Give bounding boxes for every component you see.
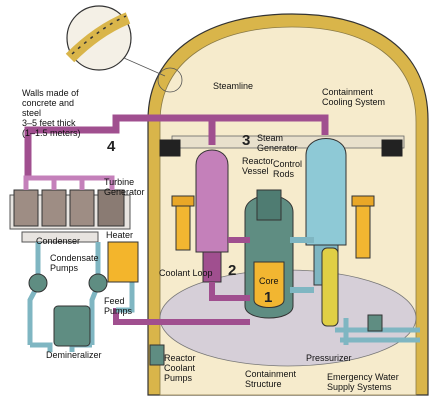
reactor-coolant-pump <box>149 344 165 366</box>
steam-generator-left <box>195 149 229 253</box>
heater-unit <box>107 241 139 283</box>
condenser-unit <box>21 231 99 243</box>
pressurizer-vessel <box>321 247 339 327</box>
label-condenser: Condenser <box>36 236 81 246</box>
steam-generator-right <box>305 138 347 246</box>
label-emergency-water: Emergency Water Supply Systems <box>327 372 399 392</box>
label-containment-cooling: Containment Cooling System <box>322 87 386 107</box>
wall-magnifier-layers <box>65 12 131 63</box>
label-control-rods: Control Rods <box>273 159 303 179</box>
label-steamline: Steamline <box>213 81 254 91</box>
cooling-vent-left <box>159 139 181 157</box>
wall-zoom-target <box>157 67 183 93</box>
wall-magnifier-rebar <box>71 15 127 55</box>
emergency-water-pump <box>367 314 383 332</box>
turbine-unit-2 <box>41 189 67 227</box>
stage-number-2: 2 <box>228 262 237 279</box>
label-turbine-generator: Turbine Generator <box>104 177 145 197</box>
turbine-unit-3 <box>69 189 95 227</box>
label-containment-structure: Containment Structure <box>245 369 297 389</box>
stage-number-4: 4 <box>107 138 116 155</box>
label-coolant-loop: Coolant Loop <box>159 268 213 278</box>
wall-magnifier-leader <box>123 57 166 77</box>
emergency-water-tank-right <box>355 197 371 259</box>
feedwater-loop <box>27 242 135 352</box>
control-rods <box>256 189 282 221</box>
label-pressurizer: Pressurizer <box>306 353 352 363</box>
label-core: Core <box>259 276 279 286</box>
feed-pump <box>88 273 108 293</box>
turbine-unit-1 <box>13 189 39 227</box>
label-feed-pumps: Feed Pumps <box>104 296 133 316</box>
label-reactor-coolant-pumps: Reactor Coolant Pumps <box>164 353 196 383</box>
demineralizer-tank <box>53 305 91 347</box>
coolant-loop-pipe <box>209 237 250 301</box>
turbine-steam-headers <box>23 175 115 190</box>
steamline-pipe <box>24 114 329 180</box>
emergency-water-tank-left-cap <box>171 195 195 207</box>
label-condensate-pumps: Condensate Pumps <box>50 253 99 273</box>
condensate-pump <box>28 273 48 293</box>
label-heater: Heater <box>106 230 134 240</box>
reactor-coolant-pipe <box>113 308 250 325</box>
label-reactor-vessel: Reactor Vessel <box>242 156 274 176</box>
cooling-vent-right <box>381 139 403 157</box>
label-steam-generator: Steam Generator <box>257 133 298 153</box>
label-demineralizer: Demineralizer <box>46 350 102 360</box>
stage-number-1: 1 <box>264 289 273 306</box>
reactor-core <box>253 261 285 308</box>
coolant-loop-pipe-right <box>290 237 314 293</box>
emergency-water-tank-right-cap <box>351 195 375 207</box>
label-walls: Walls made of concrete and steel 3–5 fee… <box>22 88 81 138</box>
stage-number-3: 3 <box>242 132 251 149</box>
